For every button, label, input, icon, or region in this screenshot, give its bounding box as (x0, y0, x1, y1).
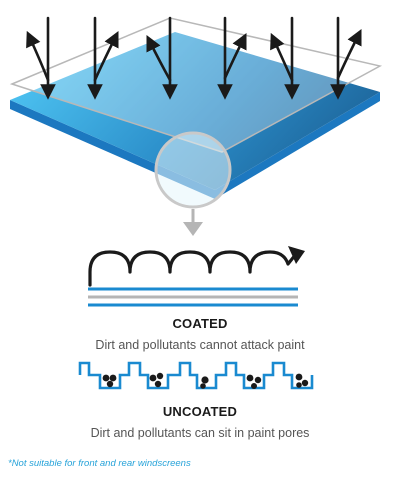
footnote: *Not suitable for front and rear windscr… (8, 458, 191, 469)
incoming-arrows (26, 16, 362, 100)
dirt-particle-icon (102, 372, 309, 389)
deflect-arrow-icon (223, 33, 247, 80)
uncoated-description: Dirt and pollutants can sit in paint por… (90, 426, 310, 440)
uncoated-title: UNCOATED (162, 404, 238, 419)
deflect-arrow-icon (93, 31, 119, 82)
magnifier-icon (154, 131, 232, 236)
deflect-arrow-icon (270, 32, 294, 82)
uncoated-detail (78, 361, 314, 390)
pores-line (78, 361, 314, 390)
coated-description: Dirt and pollutants cannot attack paint (95, 338, 305, 352)
deflect-arrow-icon (336, 29, 362, 80)
coated-detail (88, 246, 305, 307)
bounce-arrow-icon (88, 250, 298, 287)
deflect-arrow-icon (146, 35, 172, 82)
coated-title: COATED (172, 316, 228, 331)
deflect-arrow-icon (26, 30, 50, 82)
